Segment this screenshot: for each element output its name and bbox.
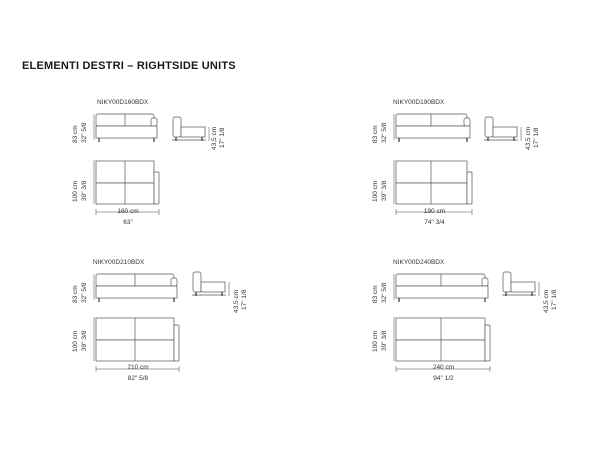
top-view-drawing bbox=[393, 160, 473, 215]
front-view-drawing bbox=[393, 273, 489, 302]
depth-cm-label: 100 cm bbox=[372, 180, 379, 202]
side-height-cm-label: 43,5 cm bbox=[525, 126, 532, 150]
side-height-in-label: 17" 1/8 bbox=[219, 127, 226, 148]
side-height-cm-label: 43,5 cm bbox=[211, 126, 218, 150]
height-in-label: 32" 5/8 bbox=[81, 122, 88, 143]
front-view-drawing bbox=[93, 273, 178, 302]
width-cm-label: 190 cm bbox=[423, 208, 446, 215]
top-view-drawing bbox=[393, 317, 491, 372]
side-height-cm-label: 43,5 cm bbox=[543, 289, 550, 313]
side-height-in-label: 17" 1/8 bbox=[533, 127, 540, 148]
side-view-drawing bbox=[192, 271, 230, 296]
side-view-drawing bbox=[502, 271, 540, 296]
page-title: ELEMENTI DESTRI – RIGHTSIDE UNITS bbox=[22, 60, 236, 72]
width-cm-label: 210 cm bbox=[127, 364, 149, 371]
width-in-label: 63" bbox=[123, 219, 133, 226]
side-height-cm-label: 43,5 cm bbox=[233, 289, 240, 313]
depth-cm-label: 100 cm bbox=[72, 180, 79, 202]
unit-240: NIKY00D240BDX 83 cm 32" 5/8 43,5 cm 17" … bbox=[372, 255, 600, 425]
unit-code: NIKY00D240BDX bbox=[393, 259, 445, 266]
depth-in-label: 39" 3/8 bbox=[81, 330, 88, 351]
unit-210: NIKY00D210BDX 83 cm 32" 5/8 43,5 cm 17" … bbox=[72, 255, 370, 425]
depth-in-label: 39" 3/8 bbox=[381, 330, 388, 351]
width-in-label: 82" 5/8 bbox=[127, 375, 149, 382]
front-view-drawing bbox=[93, 113, 158, 142]
side-view-drawing bbox=[484, 116, 522, 141]
height-in-label: 32" 5/8 bbox=[81, 282, 88, 303]
width-in-label: 74" 3/4 bbox=[424, 219, 445, 226]
depth-cm-label: 100 cm bbox=[372, 330, 379, 352]
top-view-drawing bbox=[93, 160, 160, 215]
unit-code: NIKY00D160BDX bbox=[97, 99, 149, 106]
side-height-in-label: 17" 1/8 bbox=[551, 289, 558, 310]
depth-in-label: 39" 3/8 bbox=[381, 180, 388, 201]
height-in-label: 32" 5/8 bbox=[381, 122, 388, 143]
unit-190: NIKY00D190BDX 83 cm 32" 5/8 43,5 cm 17" … bbox=[372, 95, 600, 265]
height-cm-label: 83 cm bbox=[72, 285, 79, 303]
unit-code: NIKY00D210BDX bbox=[93, 259, 145, 266]
depth-cm-label: 100 cm bbox=[72, 330, 79, 352]
side-view-drawing bbox=[172, 116, 210, 141]
depth-in-label: 39" 3/8 bbox=[81, 180, 88, 201]
front-view-drawing bbox=[393, 113, 471, 142]
unit-160: NIKY00D160BDX 83 cm 32" 5/8 43,5 cm 17" … bbox=[72, 95, 370, 265]
top-view-drawing bbox=[93, 317, 180, 372]
height-cm-label: 83 cm bbox=[72, 125, 79, 143]
side-height-in-label: 17" 1/8 bbox=[241, 289, 248, 310]
width-cm-label: 160 cm bbox=[117, 208, 139, 215]
width-in-label: 94" 1/2 bbox=[433, 375, 454, 382]
height-in-label: 32" 5/8 bbox=[381, 282, 388, 303]
height-cm-label: 83 cm bbox=[372, 285, 379, 303]
width-cm-label: 240 cm bbox=[432, 364, 455, 371]
unit-code: NIKY00D190BDX bbox=[393, 99, 445, 106]
height-cm-label: 83 cm bbox=[372, 125, 379, 143]
